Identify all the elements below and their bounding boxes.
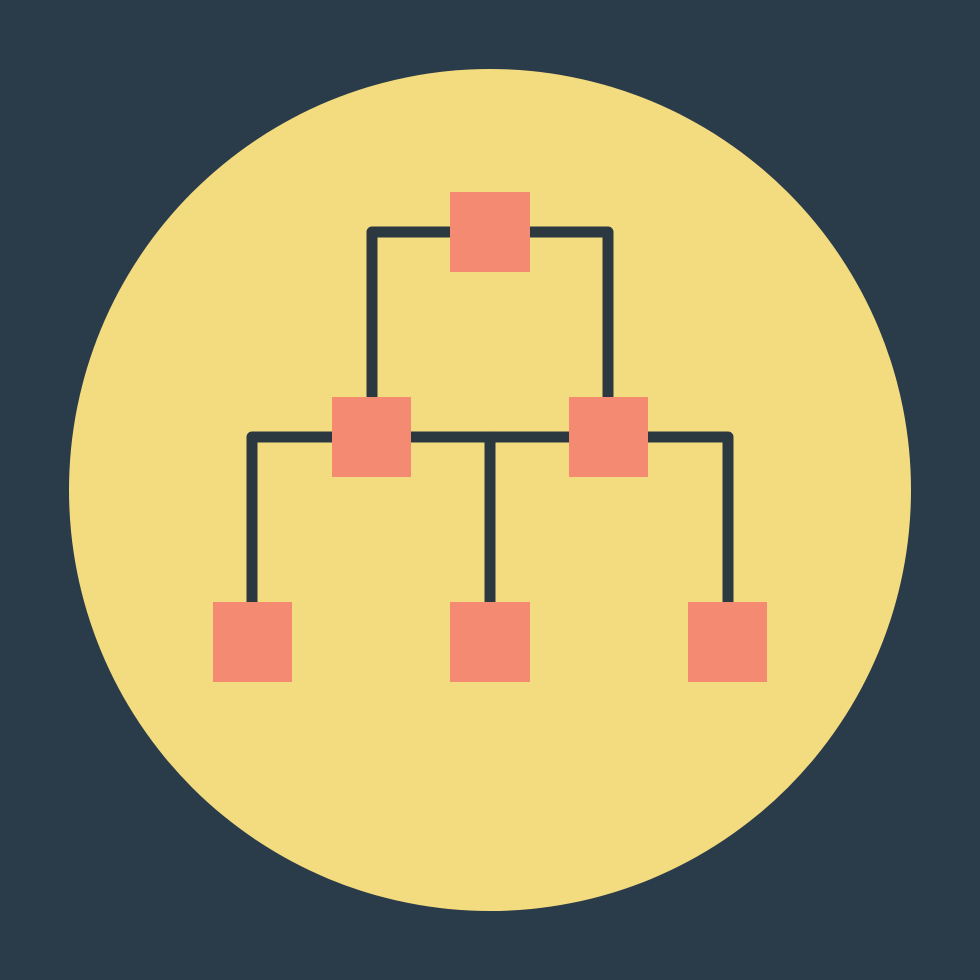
leaf-center-node [450,602,530,682]
leaf-right-node [688,602,767,682]
level2-right-node [569,397,648,477]
leaf-left-node [213,602,292,682]
node-boxes [213,192,767,682]
root-node [450,192,530,272]
level2-left-node [332,397,411,477]
